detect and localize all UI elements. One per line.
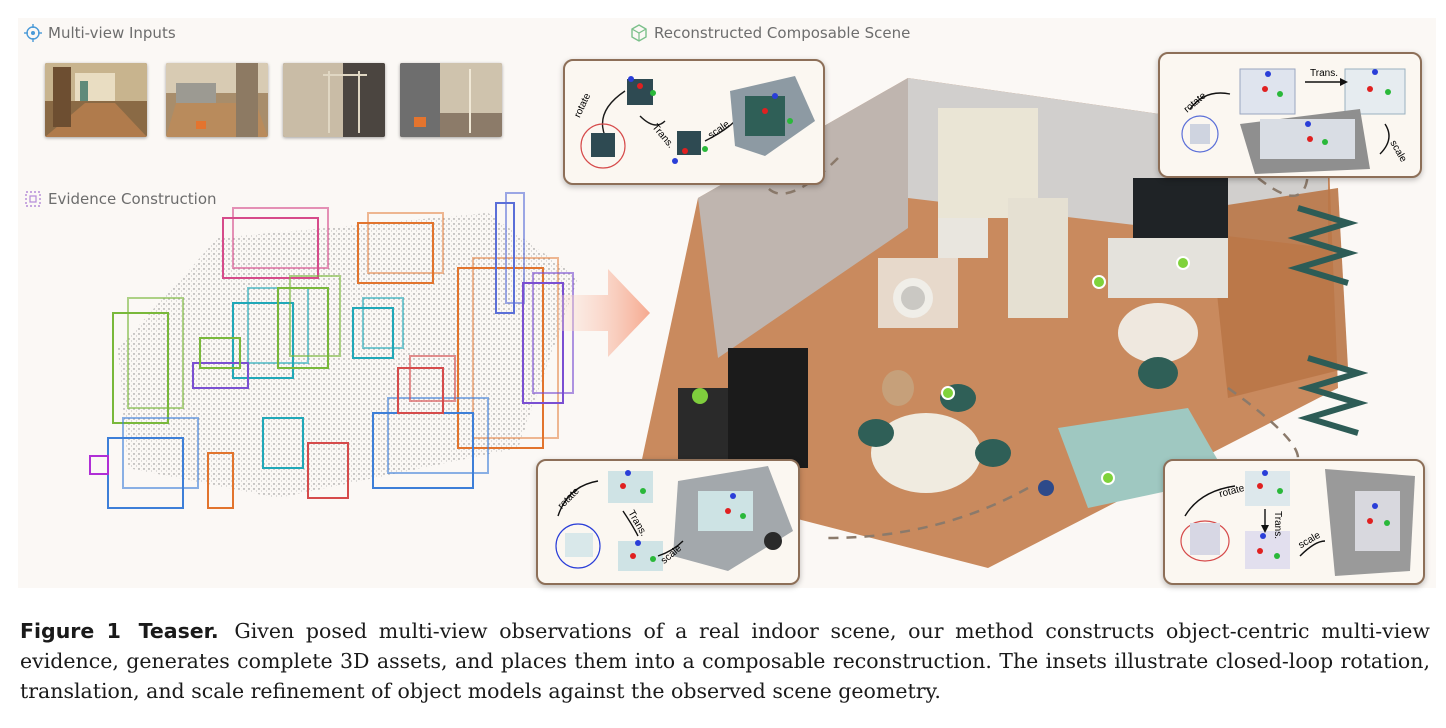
caption-title: Teaser. <box>138 619 219 643</box>
inset-bl-trans-label: Trans. <box>625 509 649 539</box>
flow-arrow-icon <box>558 269 650 357</box>
figure-caption: Figure 1 Teaser. Given posed multi-view … <box>20 616 1430 706</box>
inset-tr-trans-label: Trans. <box>1310 68 1338 79</box>
inset-bottom-left: rotate Trans. scale <box>536 459 800 585</box>
input-view-2 <box>166 63 268 137</box>
reconstructed-scene-title: Reconstructed Composable Scene <box>630 24 910 42</box>
caption-text: Given posed multi-view observations of a… <box>20 619 1430 703</box>
evidence-construction-title: Evidence Construction <box>24 190 217 208</box>
reconstructed-scene <box>638 78 1368 568</box>
crosshair-icon <box>24 24 42 42</box>
inset-br-rotate-label: rotate <box>1218 483 1246 500</box>
inset-tr-scale-label: scale <box>1387 139 1408 165</box>
evidence-point-cloud <box>89 192 578 509</box>
inset-tl-rotate-label: rotate <box>572 91 593 119</box>
inset-top-left: rotate Trans. scale <box>563 59 825 185</box>
inset-tl-trans-label: Trans. <box>649 122 675 150</box>
input-view-1 <box>45 63 147 137</box>
input-view-4 <box>400 63 502 137</box>
teaser-figure: Multi-view Inputs Evidence Construction … <box>18 18 1436 588</box>
multi-view-inputs-title: Multi-view Inputs <box>24 24 176 42</box>
dashed-box-icon <box>25 191 41 207</box>
inset-bl-rotate-label: rotate <box>556 485 582 511</box>
inset-top-right: rotate Trans. scale <box>1158 52 1422 178</box>
inset-tr-rotate-label: rotate <box>1182 90 1209 115</box>
inset-bottom-right: rotate Trans. scale <box>1163 459 1425 585</box>
inset-br-trans-label: Trans. <box>1272 511 1283 539</box>
input-view-3 <box>283 63 385 137</box>
inset-tl-scale-label: scale <box>706 119 732 142</box>
caption-label: Figure 1 <box>20 619 121 643</box>
cube-icon <box>631 24 647 42</box>
